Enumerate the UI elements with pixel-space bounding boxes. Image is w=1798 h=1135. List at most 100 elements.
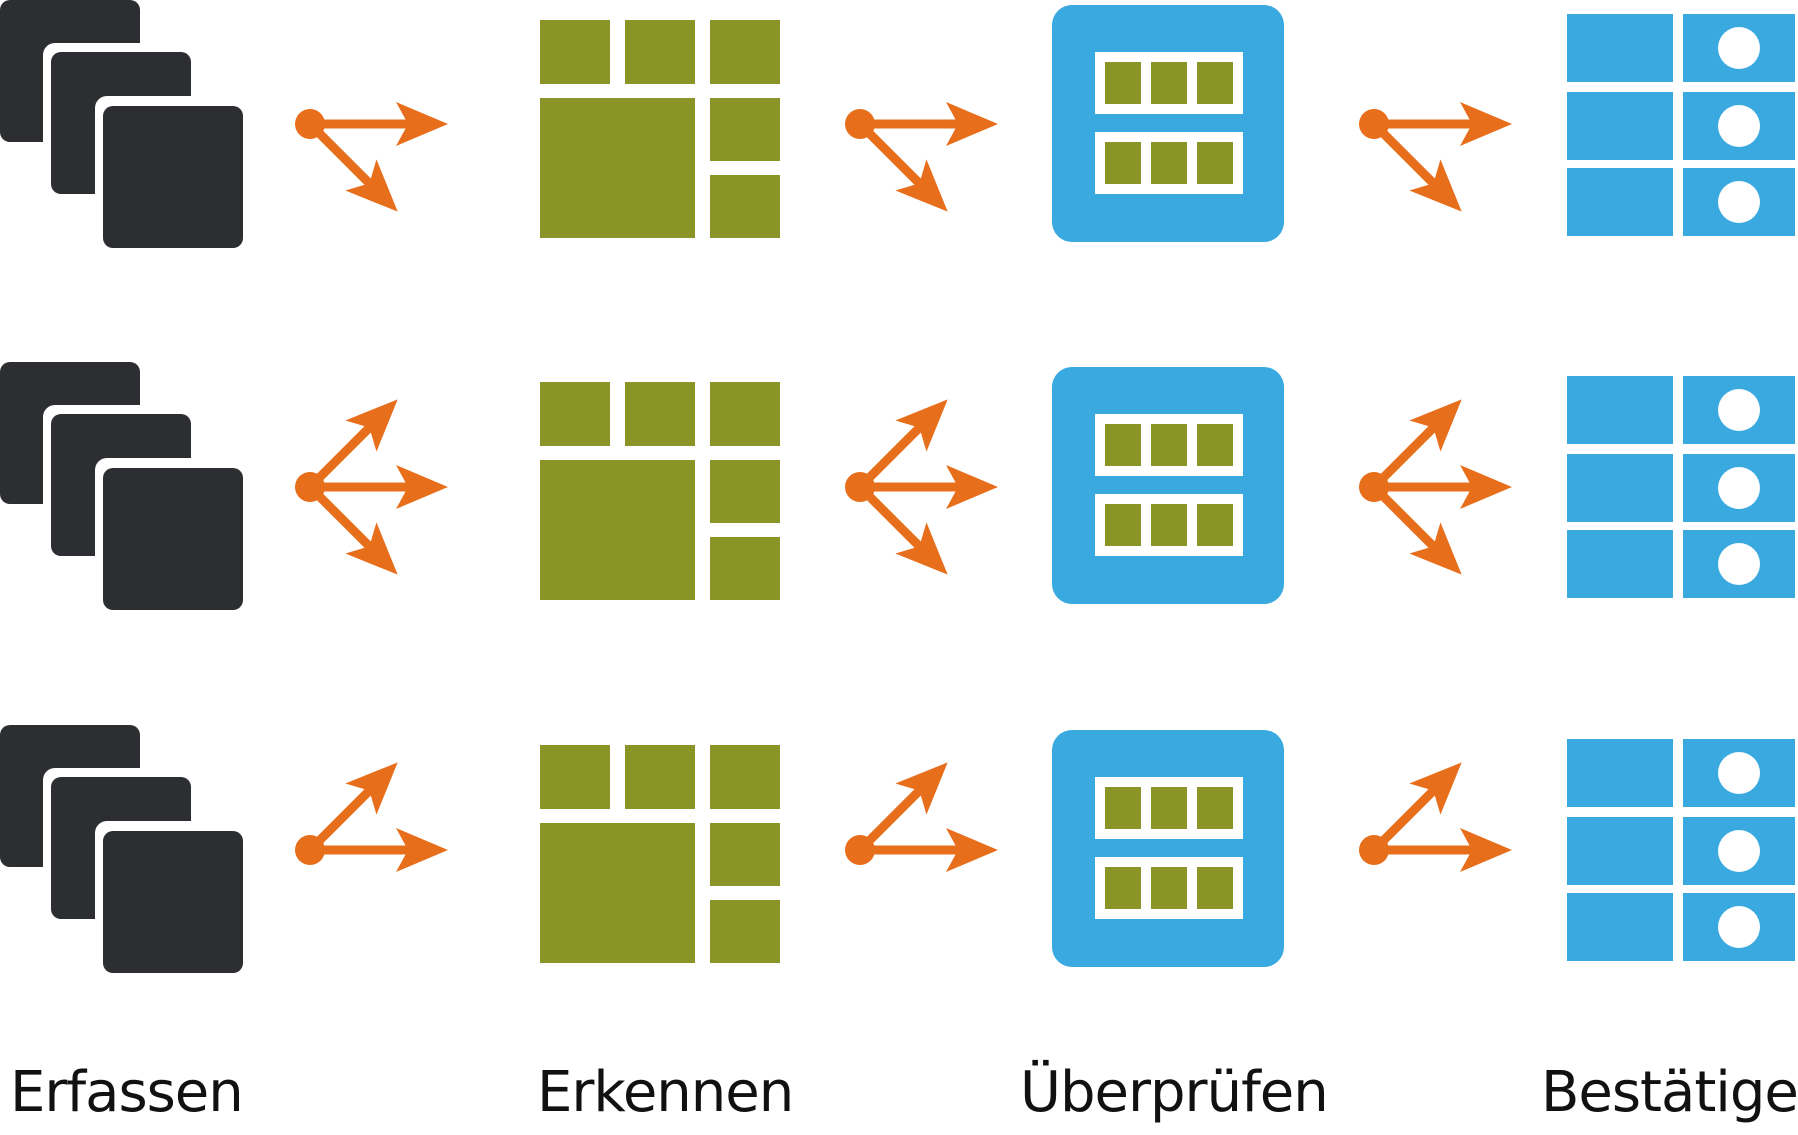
list-item-label [1567,14,1673,82]
table-cell [1105,424,1141,466]
layout-grid-icon [540,745,780,963]
arrow-head-up [345,399,398,452]
page-front [103,831,243,973]
arrow-origin-dot [845,835,875,865]
arrow-shaft [306,483,380,557]
grid-cell [540,20,610,84]
confirmation-list-icon [1567,14,1795,236]
arrow-head-up [1409,762,1462,815]
connector-arrow-icon [1359,399,1512,575]
stage-label-bestaetigen: Bestätigen [1541,1060,1798,1125]
table-cell [1197,142,1233,184]
arrow-head-right [396,102,448,146]
grid-cell [710,745,780,809]
page-front [103,468,243,610]
arrow-origin-dot [295,109,325,139]
grid-cell [710,900,780,963]
check-circle-icon [1718,543,1760,585]
table-cell [1197,867,1233,909]
arrow-head-right [396,828,448,872]
data-table-icon [1052,730,1284,967]
connector-arrow-icon [295,762,448,872]
arrow-shaft [1370,780,1444,854]
icons-layer [0,0,1795,973]
arrow-head-down [895,159,948,212]
grid-cell [710,823,780,886]
table-card [1052,5,1284,242]
table-card [1052,730,1284,967]
confirmation-list-icon [1567,376,1795,598]
list-item-label [1567,168,1673,236]
check-circle-icon [1718,27,1760,69]
grid-cell-large [540,460,695,600]
grid-cell [710,20,780,84]
stage-label-erkennen: Erkennen [537,1060,794,1125]
arrow-shaft [856,120,930,194]
arrow-origin-dot [845,472,875,502]
layout-grid-icon [540,20,780,238]
arrow-head-right [396,465,448,509]
check-circle-icon [1718,105,1760,147]
arrow-shaft [306,780,380,854]
table-cell [1105,787,1141,829]
list-item-label [1567,376,1673,444]
table-cell [1151,504,1187,546]
confirmation-list-icon [1567,739,1795,961]
table-cell [1105,62,1141,104]
grid-cell [710,460,780,523]
list-item-label [1567,893,1673,961]
grid-cell [540,745,610,809]
arrow-head-right [946,102,998,146]
stacked-documents-icon [0,362,247,610]
grid-cell [710,98,780,161]
data-table-icon [1052,5,1284,242]
connector-arrow-icon [845,762,998,872]
arrow-shaft [1370,120,1444,194]
arrow-shaft [306,120,380,194]
grid-cell [625,745,695,809]
table-cell [1151,142,1187,184]
arrow-shaft [1370,417,1444,491]
stage-label-erfassen: Erfassen [10,1060,244,1125]
arrow-origin-dot [1359,835,1389,865]
connector-arrow-icon [295,399,448,575]
arrow-shaft [856,483,930,557]
arrow-head-up [345,762,398,815]
connector-arrow-icon [1359,102,1512,212]
connector-arrow-icon [1359,762,1512,872]
table-cell [1151,867,1187,909]
grid-cell [625,382,695,446]
layout-grid-icon [540,382,780,600]
data-table-icon [1052,367,1284,604]
connector-arrow-icon [845,399,998,575]
arrows-layer [295,102,1512,872]
arrow-origin-dot [845,109,875,139]
arrow-head-down [1409,522,1462,575]
stacked-documents-icon [0,0,247,248]
table-cell [1197,504,1233,546]
table-cell [1151,787,1187,829]
list-item-label [1567,92,1673,160]
arrow-head-right [946,828,998,872]
grid-cell [710,175,780,238]
arrow-origin-dot [1359,109,1389,139]
check-circle-icon [1718,752,1760,794]
table-cell [1105,142,1141,184]
arrow-shaft [306,417,380,491]
arrow-head-down [345,522,398,575]
table-cell [1105,867,1141,909]
arrow-shaft [856,417,930,491]
arrow-head-up [895,762,948,815]
check-circle-icon [1718,467,1760,509]
arrow-head-right [946,465,998,509]
arrow-head-right [1460,465,1512,509]
arrow-head-right [1460,828,1512,872]
grid-cell [625,20,695,84]
arrow-head-down [345,159,398,212]
table-cell [1105,504,1141,546]
arrow-head-down [1409,159,1462,212]
arrow-origin-dot [1359,472,1389,502]
check-circle-icon [1718,830,1760,872]
grid-cell-large [540,98,695,238]
arrow-head-right [1460,102,1512,146]
